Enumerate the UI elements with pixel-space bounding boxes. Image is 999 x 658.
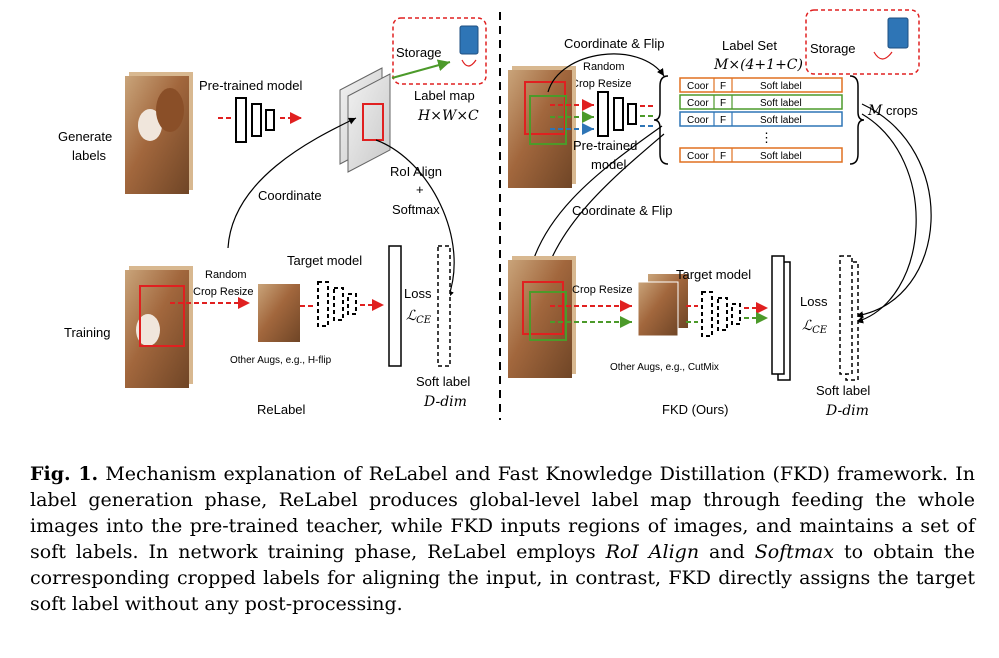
label-set-brace-left <box>653 75 669 165</box>
output-bar-left <box>388 245 402 367</box>
soft-label-bars-right <box>839 255 859 381</box>
loss-label-right: Loss <box>800 294 828 309</box>
loss-label-left: Loss <box>404 286 432 301</box>
squirrel-image-right-top <box>508 66 576 188</box>
output-bars-right <box>771 255 791 381</box>
generate-labels-text-2: labels <box>72 148 106 163</box>
target-model-label-left: Target model <box>287 253 362 268</box>
soft-label-dim-right: D-dim <box>825 403 869 419</box>
relabel-name: ReLabel <box>257 402 306 417</box>
storage-box-right <box>805 9 920 75</box>
coordinate-label: Coordinate <box>258 188 322 203</box>
crop-resize-label: Crop Resize <box>572 284 633 296</box>
row-1-soft: Soft label <box>760 81 802 92</box>
label-set-rows: Coor F Soft label Coor F Soft label Coor… <box>679 77 843 163</box>
label-row-4: Coor F Soft label <box>679 147 843 163</box>
other-augs-right: Other Augs, e.g., CutMix <box>610 362 719 373</box>
row-4-coor: Coor <box>687 151 709 162</box>
cropped-image-left <box>258 284 300 342</box>
storage-label-right: Storage <box>810 41 856 56</box>
soft-label-right: Soft label <box>816 383 870 398</box>
target-model-icon-left <box>317 281 357 327</box>
caption-fig-label: Fig. 1. <box>30 463 99 485</box>
training-label: Training <box>64 325 110 340</box>
row-4-soft: Soft label <box>760 151 802 162</box>
caption-text-1: Mechanism explanation of ReLabel and Fas… <box>30 463 975 563</box>
row-1-coor: Coor <box>687 81 709 92</box>
label-map-label: Label map <box>414 88 475 103</box>
coordinate-flip-top-label: Coordinate & Flip <box>564 36 664 51</box>
pretrained-model-label: Pre-trained model <box>199 78 302 93</box>
label-row-3: Coor F Soft label <box>679 111 843 127</box>
caption-roi-align: RoI Align <box>605 541 700 563</box>
roi-align-label: RoI Align <box>390 164 442 179</box>
label-set-dims: M×(4+1+C) <box>713 57 803 73</box>
squirrel-image-top <box>125 72 193 194</box>
rows-ellipsis: ⋮ <box>760 130 773 145</box>
soft-label-bar-left <box>437 245 451 367</box>
softmax-label: Softmax <box>392 202 440 217</box>
row-2-soft: Soft label <box>760 98 802 109</box>
coordinate-flip-mid-label: Coordinate & Flip <box>572 203 672 218</box>
soft-label-dim-left: D-dim <box>423 394 467 410</box>
label-set-brace-right <box>849 75 865 165</box>
label-row-1: Coor F Soft label <box>679 77 843 93</box>
pretrained-label-right-1: Pre-trained <box>573 138 637 153</box>
pretrained-label-right-2: model <box>591 157 627 172</box>
squirrel-image-right-bottom <box>508 256 576 378</box>
storage-label-left: Storage <box>396 45 442 60</box>
loss-symbol-left: ℒCE <box>406 308 432 326</box>
cropped-images-right <box>637 274 688 337</box>
row-3-coor: Coor <box>687 115 709 126</box>
plus-label: + <box>416 182 424 197</box>
pretrained-model-icon-right <box>597 91 637 137</box>
caption-softmax: Softmax <box>754 541 834 563</box>
soft-label-left: Soft label <box>416 374 470 389</box>
target-model-icon-right <box>701 291 741 337</box>
random-crop-text-2: Crop Resize <box>571 78 632 90</box>
pretrained-model-icon <box>235 97 275 143</box>
generate-labels-text-1: Generate <box>58 129 112 144</box>
label-set-label: Label Set <box>722 38 777 53</box>
framework-figure: Generate labels Training Pre-trained mod… <box>58 9 932 420</box>
row-4-flip: F <box>720 151 726 162</box>
label-map-icon <box>339 67 391 173</box>
fkd-name: FKD (Ours) <box>662 402 728 417</box>
storage-box-left <box>392 17 487 85</box>
loss-symbol-right: ℒCE <box>802 318 828 336</box>
row-1-flip: F <box>720 81 726 92</box>
row-2-flip: F <box>720 98 726 109</box>
random-crop-resize-text-2: Crop Resize <box>193 286 254 298</box>
row-3-soft: Soft label <box>760 115 802 126</box>
random-crop-text-1: Random <box>583 61 625 73</box>
row-2-coor: Coor <box>687 98 709 109</box>
figure-caption: Fig. 1. Mechanism explanation of ReLabel… <box>30 461 975 617</box>
label-map-dims: H×W×C <box>417 108 479 124</box>
squirrel-image-bottom <box>125 266 193 388</box>
label-row-2: Coor F Soft label <box>679 94 843 110</box>
m-crops-label: M crops <box>867 103 918 119</box>
caption-text-3: to obtain the corresponding cropped labe… <box>30 541 975 615</box>
row-3-flip: F <box>720 115 726 126</box>
random-crop-resize-text-1: Random <box>205 269 247 281</box>
target-model-label-right: Target model <box>676 267 751 282</box>
caption-text-2: and <box>699 541 755 563</box>
other-augs-left: Other Augs, e.g., H-flip <box>230 355 332 366</box>
